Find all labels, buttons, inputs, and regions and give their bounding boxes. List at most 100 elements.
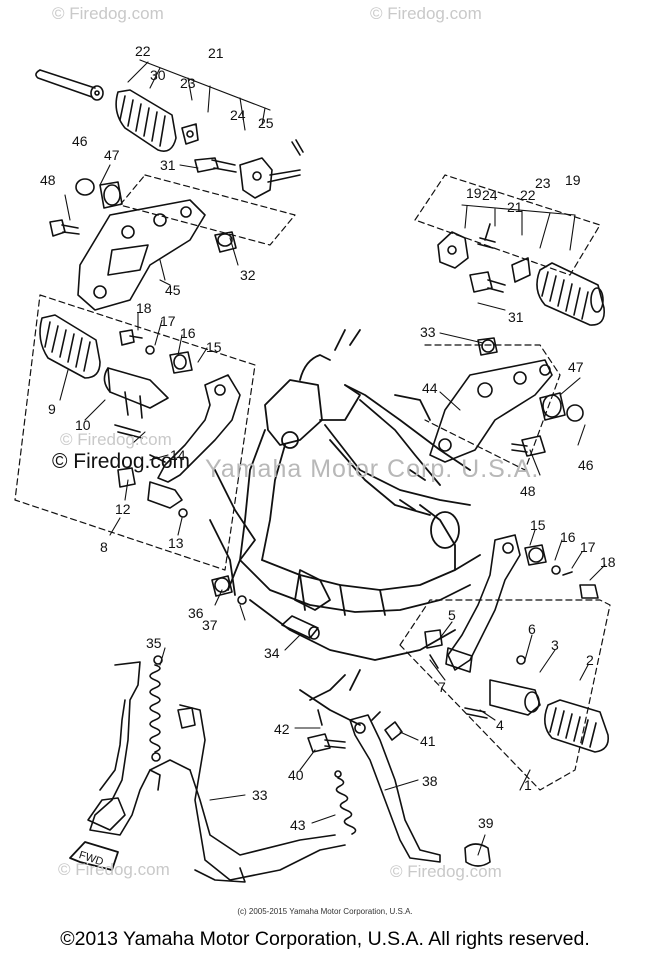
callout: 22 <box>135 43 151 59</box>
side-stand-38 <box>349 711 441 863</box>
callout: 32 <box>240 267 256 283</box>
bolt-40-42 <box>307 709 346 753</box>
callout: 21 <box>208 45 224 61</box>
callout: 18 <box>600 554 616 570</box>
right-bracket-23 <box>437 223 531 293</box>
footrest-plate-44 <box>429 359 553 463</box>
callout: 35 <box>146 635 162 651</box>
callout: 23 <box>535 175 551 191</box>
callout: 24 <box>230 107 246 123</box>
pedal-arm-10 <box>103 367 169 419</box>
fine-print: (c) 2005-2015 Yamaha Motor Corporation, … <box>237 907 413 916</box>
spring-43 <box>334 770 357 835</box>
pedal-rubber-2 <box>544 699 610 753</box>
callout: 7 <box>438 679 446 695</box>
callout: 47 <box>568 359 584 375</box>
watermark-firedog: © Firedog.com <box>52 4 164 23</box>
footrest-rubber-30 <box>115 89 177 152</box>
collars-46-47-48 <box>49 178 123 237</box>
fwd-arrow <box>69 841 119 871</box>
callout: 12 <box>115 501 131 517</box>
callout: 8 <box>100 539 108 555</box>
small-parts-4-7 <box>424 629 526 719</box>
main-stand-33 <box>87 661 346 883</box>
callout: 9 <box>48 401 56 417</box>
callout: 34 <box>264 645 280 661</box>
bolt-31-left <box>194 157 237 173</box>
footrest-plate-45 <box>77 199 206 311</box>
callout: 40 <box>288 767 304 783</box>
callout: 15 <box>530 517 546 533</box>
callout: 22 <box>520 187 536 203</box>
spring-35 <box>149 655 163 762</box>
callout: 15 <box>206 339 222 355</box>
callout: 10 <box>75 417 91 433</box>
callout: 21 <box>507 199 523 215</box>
footrest-rubber-24 <box>536 262 606 326</box>
watermark-yamaha: Yamaha Motor Corp. U.S.A. <box>205 455 540 483</box>
callout: 43 <box>290 817 306 833</box>
watermark-firedog: © Firedog.com <box>390 862 502 881</box>
footrest-pin-26 <box>35 69 104 101</box>
small-parts-11-14 <box>114 424 188 518</box>
callout: 31 <box>508 309 524 325</box>
callout: 13 <box>168 535 184 551</box>
callout: 42 <box>274 721 290 737</box>
small-parts-right-15-18 <box>524 544 599 599</box>
callout: 19 <box>565 172 581 188</box>
callout: 24 <box>482 187 498 203</box>
callout: 48 <box>40 172 56 188</box>
watermark-firedog: © Firedog.com <box>58 860 170 879</box>
copyright-notice: ©2013 Yamaha Motor Corporation, U.S.A. A… <box>60 928 590 950</box>
callout: 48 <box>520 483 536 499</box>
callout: 17 <box>580 539 596 555</box>
callout: 33 <box>420 324 436 340</box>
callout: 3 <box>551 637 559 653</box>
group-outlines <box>14 174 611 791</box>
watermark-firedog: © Firedog.com <box>60 430 172 449</box>
collar-32-right <box>477 337 498 356</box>
watermark-firedog: © Firedog.com <box>370 4 482 23</box>
watermark-firedog-large: © Firedog.com <box>52 450 191 473</box>
small-parts-15-18 <box>119 329 193 374</box>
callout: 4 <box>496 717 504 733</box>
callout: 47 <box>104 147 120 163</box>
shift-pedal-arm <box>445 534 521 673</box>
callout: 36 <box>188 605 204 621</box>
motorcycle-frame <box>209 329 481 726</box>
callout: 2 <box>586 652 594 668</box>
callout: 19 <box>466 185 482 201</box>
callout: 45 <box>165 282 181 298</box>
callout: 30 <box>150 67 166 83</box>
collars-right-46-47-48 <box>511 392 584 457</box>
callout-labels: 22 30 21 23 24 25 46 47 48 31 32 45 18 1… <box>40 43 616 868</box>
callout: 5 <box>448 607 456 623</box>
callout: 46 <box>72 133 88 149</box>
callout: 39 <box>478 815 494 831</box>
callout: 16 <box>560 529 576 545</box>
pivot-shaft-34 <box>281 615 320 640</box>
callout: 6 <box>528 621 536 637</box>
brake-pedal-rubber-9 <box>39 314 101 379</box>
collar-32-left <box>214 231 237 253</box>
callout: 46 <box>578 457 594 473</box>
cap-39 <box>464 843 491 867</box>
callout: 44 <box>422 380 438 396</box>
callout: 33 <box>252 787 268 803</box>
callout: 23 <box>180 75 196 91</box>
callout: 38 <box>422 773 438 789</box>
callout: 1 <box>524 777 532 793</box>
callout: 31 <box>160 157 176 173</box>
brake-lever-arm <box>147 374 241 509</box>
pedal-arm-3 <box>489 679 541 716</box>
callout: 17 <box>160 313 176 329</box>
callout: 18 <box>136 300 152 316</box>
collar-36-37 <box>211 575 247 605</box>
callout: 16 <box>180 325 196 341</box>
callout: 41 <box>420 733 436 749</box>
callout: 25 <box>258 115 274 131</box>
callout: 14 <box>170 447 186 463</box>
callout: 37 <box>202 617 218 633</box>
